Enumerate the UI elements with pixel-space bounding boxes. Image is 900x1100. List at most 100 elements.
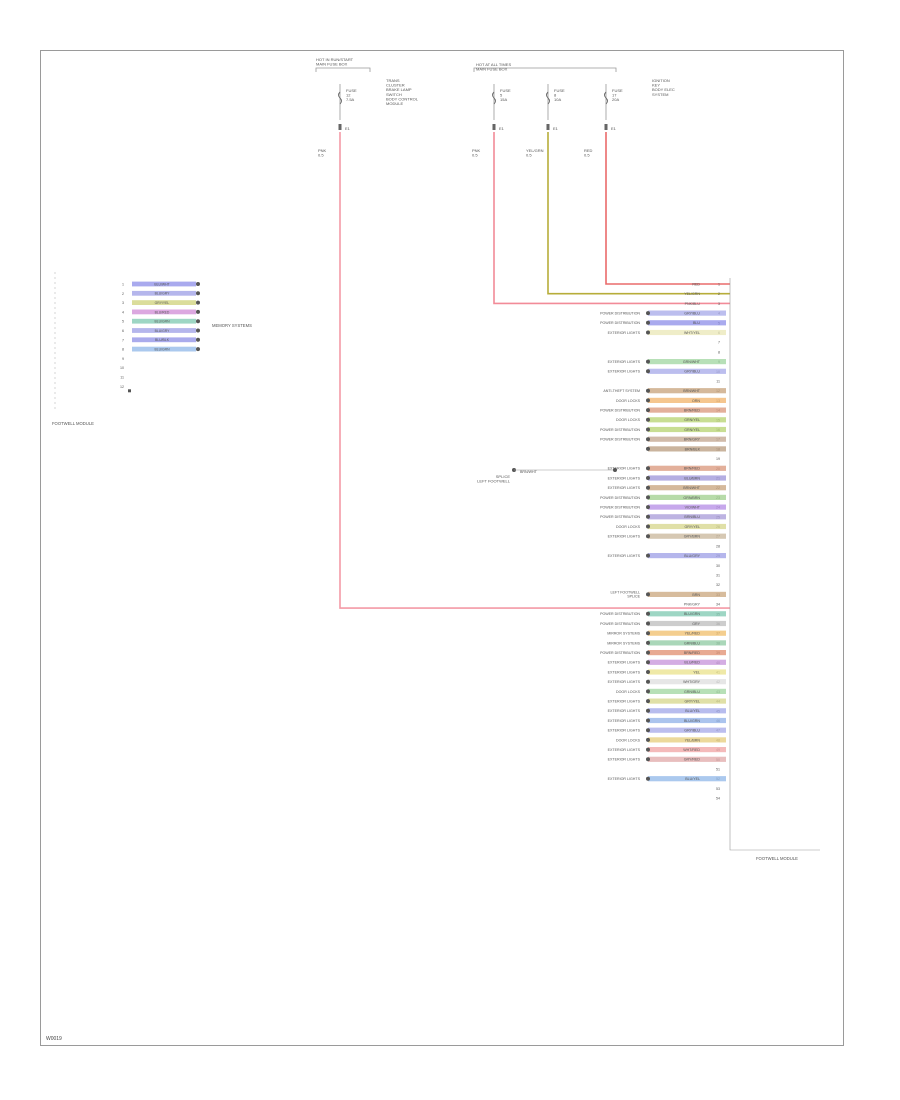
- pin-terminal: [646, 369, 650, 374]
- destination-label: EXTERIOR LIGHTS: [608, 709, 641, 713]
- pin-terminal: [646, 757, 650, 762]
- wire-stub: [648, 708, 726, 714]
- pin-number: 11: [120, 376, 124, 380]
- wire-stub: [648, 446, 726, 452]
- wire-color-label: GRN/YEL: [684, 418, 700, 422]
- pin-terminal: [646, 485, 650, 490]
- pin-number: 2: [122, 292, 124, 296]
- destination-label: DOOR LOCKS: [616, 738, 641, 742]
- destination-label: EXTERIOR LIGHTS: [608, 486, 641, 490]
- wire-color-label: BLU/RED: [155, 310, 170, 314]
- wire-stub: [648, 417, 726, 423]
- destination-label: POWER DISTRIBUTION: [600, 438, 640, 442]
- wire-color-label: GRN/WHT: [683, 360, 701, 364]
- wire-color-label: GRN/BLU: [684, 641, 700, 645]
- pin-number: 10: [120, 366, 124, 370]
- pin-terminal: [196, 328, 200, 333]
- destination-label: EXTERIOR LIGHTS: [608, 748, 641, 752]
- destination-label: EXTERIOR LIGHTS: [608, 729, 641, 733]
- pin-terminal: [196, 337, 200, 342]
- wire-color-label: BRN/RED: [684, 409, 701, 413]
- pin-terminal: [196, 309, 200, 314]
- wire-color-label: GRY/RED: [684, 758, 701, 762]
- wire-color-label: WHT/GRY: [683, 680, 701, 684]
- wire-stub: [648, 436, 726, 442]
- wire-color-label: BRN/RED: [684, 651, 701, 655]
- destination-label: MEMORY SYSTEMS: [212, 323, 252, 328]
- pin-terminal: [646, 437, 650, 442]
- wire-stub: [132, 281, 196, 287]
- wire-color-label: BLU/GRN: [154, 320, 170, 324]
- wire-stub: [648, 659, 726, 665]
- wire-stub: [648, 630, 726, 636]
- wire-color-label: BRN/BLK: [685, 447, 701, 451]
- wire-color-label: GRN/BLU: [684, 690, 700, 694]
- wire-stub: [648, 650, 726, 656]
- wire-stub: [648, 737, 726, 743]
- wire-color-label: YEL/BRN: [685, 738, 701, 742]
- connector-terminal: [492, 124, 496, 130]
- wire-stub: [648, 485, 726, 491]
- wire-color-label: BLU/BLK: [155, 338, 170, 342]
- destination-label: MIRROR SYSTEMS: [607, 641, 640, 645]
- destination-label: EXTERIOR LIGHTS: [608, 554, 641, 558]
- destination-label: EXTERIOR LIGHTS: [608, 360, 641, 364]
- destination-label: POWER DISTRIBUTION: [600, 651, 640, 655]
- wire-stub: [648, 504, 726, 510]
- pin-terminal: [646, 476, 650, 480]
- destination-label: POWER DISTRIBUTION: [600, 428, 640, 432]
- pin-terminal: [646, 330, 650, 335]
- destination-label: EXTERIOR LIGHTS: [608, 670, 641, 674]
- wire-stub: [648, 397, 726, 403]
- wire-color-label: RED: [692, 282, 700, 286]
- pin-terminal: [646, 417, 650, 422]
- wire-color-label: YEL/GRN: [684, 292, 700, 296]
- wire-stub: [648, 494, 726, 500]
- connector-name: FOOTWELL MODULE: [756, 856, 798, 861]
- pin-number: 19: [716, 457, 720, 461]
- wire-pnk: [493, 132, 730, 305]
- wire-stub: [648, 611, 726, 617]
- pin-terminal: [646, 311, 650, 316]
- pin-terminal: [646, 466, 650, 471]
- destination-label: POWER DISTRIBUTION: [600, 612, 640, 616]
- pin-terminal: [196, 319, 200, 324]
- destination-label: POWER DISTRIBUTION: [600, 496, 640, 500]
- pin-terminal: [646, 505, 650, 510]
- pin-terminal: [196, 347, 200, 352]
- pin-terminal: [646, 534, 650, 539]
- pin-terminal: [646, 495, 650, 500]
- wire-stub: [648, 407, 726, 413]
- destination-label: POWER DISTRIBUTION: [600, 515, 640, 519]
- pin-number: 30: [716, 564, 720, 568]
- pin-terminal: [646, 398, 650, 403]
- pin-terminal: [196, 300, 200, 305]
- wire-color-label: BLU/GRY: [155, 329, 171, 333]
- pin-terminal: [646, 699, 650, 704]
- pin-terminal: [646, 747, 650, 752]
- pin-terminal: [646, 320, 650, 325]
- pin-terminal: [646, 553, 650, 558]
- destination-label: ANTI-THEFT SYSTEM: [603, 389, 640, 393]
- wire-color-label: BLU/GRY: [684, 554, 700, 558]
- pin-terminal: [196, 282, 200, 286]
- pin-number: 7: [718, 341, 720, 345]
- destination-label: EXTERIOR LIGHTS: [608, 758, 641, 762]
- wire-stub: [132, 309, 196, 315]
- destination-label: MIRROR SYSTEMS: [607, 632, 640, 636]
- connector-terminal: [546, 124, 550, 130]
- pin-terminal: [646, 728, 650, 733]
- wire-color-label: GRY/BLU: [684, 729, 700, 733]
- wire-stub: [648, 523, 726, 530]
- connector-id: E1: [499, 126, 505, 131]
- wire-color-label: BLU/GRN: [154, 348, 170, 352]
- destination-label: DOOR LOCKS: [616, 399, 641, 403]
- connector-terminal: [604, 124, 608, 130]
